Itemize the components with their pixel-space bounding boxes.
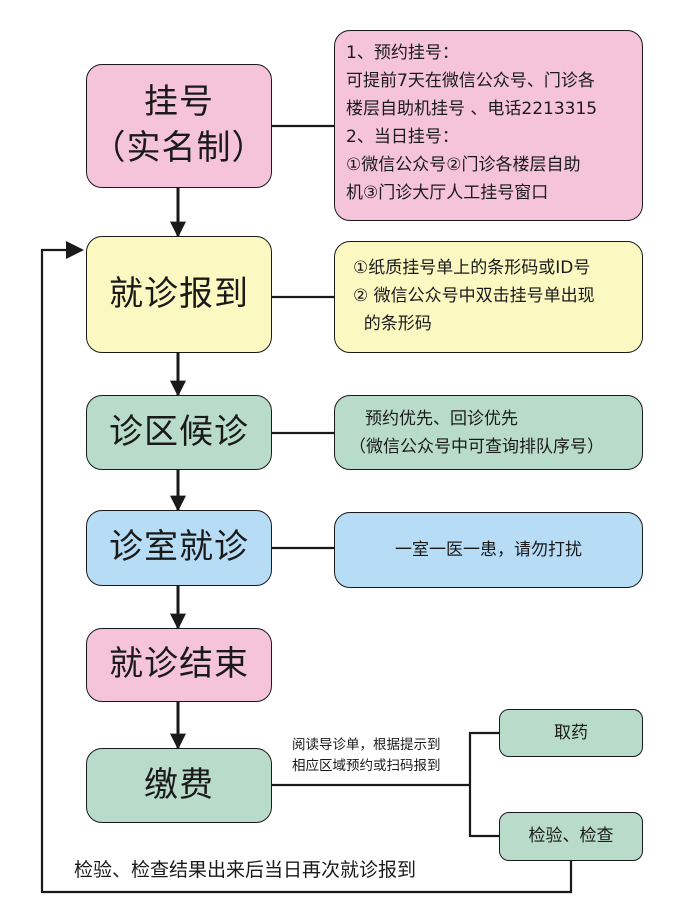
- note-consult: 一室一医一患，请勿打扰: [334, 512, 643, 588]
- step-waiting-label: 诊区候诊: [109, 411, 249, 452]
- payment-hint-line: 阅读导诊单，根据提示到: [292, 737, 441, 753]
- step-waiting: 诊区候诊: [86, 395, 272, 470]
- step-consult-label: 诊室就诊: [109, 527, 249, 568]
- payment-hint-line: 相应区域预约或扫码报到: [292, 757, 441, 774]
- step-checkin-label: 就诊报到: [109, 273, 249, 314]
- step-finish: 就诊结束: [86, 628, 272, 702]
- note-checkin-line: ①纸质挂号单上的条形码或ID号: [353, 258, 591, 278]
- arrow-return-to-checkin: [66, 241, 84, 259]
- note-registration: 1、预约挂号： 可提前7天在微信公众号、门诊各 楼层自助机挂号 、电话22133…: [334, 30, 643, 221]
- connector-to-exam: [468, 785, 499, 838]
- step-registration: 挂号 （实名制）: [86, 64, 272, 188]
- connector-return-loop: [40, 248, 573, 894]
- note-checkin-line: ② 微信公众号中双击挂号单出现: [353, 286, 595, 307]
- note-registration-line: ①微信公众号②门诊各楼层自助: [346, 155, 581, 176]
- return-hint: 检验、检查结果出来后当日再次就诊报到: [74, 859, 417, 881]
- note-registration-line: 1、预约挂号：: [346, 43, 459, 63]
- payment-hint: 阅读导诊单，根据提示到 相应区域预约或扫码报到: [292, 735, 441, 777]
- step-registration-title: 挂号: [144, 82, 214, 123]
- note-waiting-line: （微信公众号中可查询排队序号）: [349, 437, 604, 458]
- step-registration-subtitle: （实名制）: [91, 128, 267, 168]
- note-registration-line: 2、当日挂号：: [346, 127, 459, 148]
- step-checkin: 就诊报到: [86, 236, 272, 353]
- branch-exam-label: 检验、检查: [528, 826, 614, 847]
- branch-medicine-label: 取药: [554, 722, 588, 743]
- branch-exam: 检验、检查: [499, 812, 643, 861]
- note-consult-text: 一室一医一患，请勿打扰: [395, 539, 582, 560]
- step-payment-label: 缴费: [144, 764, 214, 805]
- note-checkin: ①纸质挂号单上的条形码或ID号 ② 微信公众号中双击挂号单出现 的条形码: [334, 241, 643, 353]
- connector-to-medicine: [468, 731, 499, 785]
- note-registration-line: 楼层自助机挂号 、电话2213315: [346, 99, 598, 120]
- step-finish-label: 就诊结束: [109, 644, 249, 685]
- note-waiting: 预约优先、回诊优先 （微信公众号中可查询排队序号）: [334, 395, 643, 470]
- note-waiting-line: 预约优先、回诊优先: [365, 409, 518, 429]
- note-registration-line: 机③门诊大厅人工挂号窗口: [346, 183, 549, 204]
- note-checkin-line: 的条形码: [353, 314, 432, 335]
- step-payment: 缴费: [86, 748, 272, 823]
- step-consult: 诊室就诊: [86, 510, 272, 586]
- note-registration-line: 可提前7天在微信公众号、门诊各: [346, 71, 595, 92]
- branch-medicine: 取药: [499, 709, 643, 757]
